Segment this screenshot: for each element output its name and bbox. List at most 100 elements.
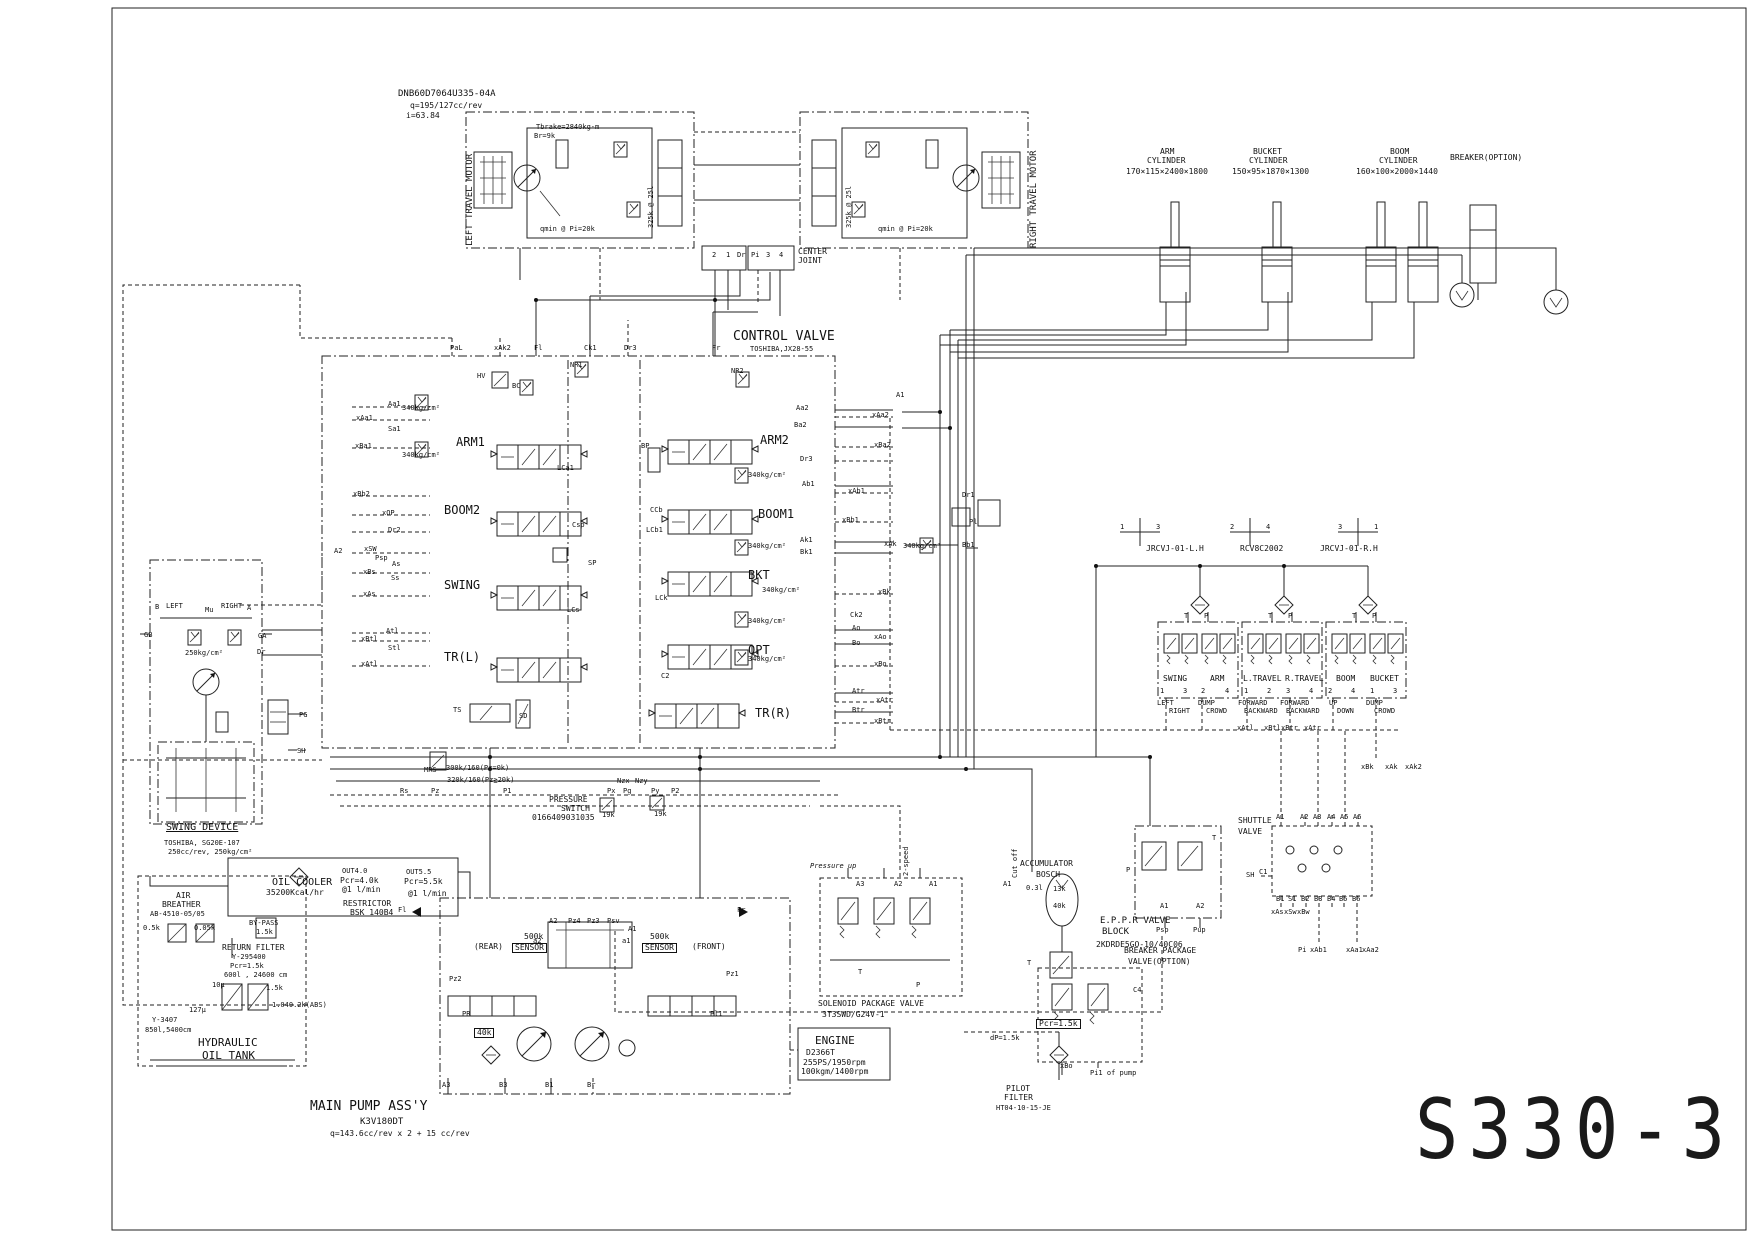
cv-aa1: Aa1	[388, 400, 401, 408]
rcv-left: LEFT	[1157, 699, 1174, 707]
cv-pl: Pl	[969, 518, 978, 526]
cj-port-dr: Dr	[737, 251, 746, 259]
return-filter-1: RETURN FILTER	[222, 943, 285, 952]
pf-dp: dP=1.5k	[990, 1034, 1020, 1042]
cv-sp: SP	[588, 559, 597, 567]
rcv-boom: BOOM	[1336, 674, 1356, 683]
rcv-right: RIGHT	[1169, 707, 1191, 715]
rcv1-n1: 1	[1160, 687, 1165, 695]
acc-13k: 13k	[1053, 885, 1066, 893]
arm-cylinder	[1159, 201, 1191, 303]
swing-gb: GB	[144, 631, 153, 639]
cv-xba2: xBa2	[874, 441, 891, 449]
cv-relief-7: 340kg/cm²	[748, 655, 786, 663]
rcv-bwd1: BACKWARD	[1244, 707, 1278, 715]
pump-pz3: Pz3	[587, 917, 600, 925]
swing-right: RIGHT	[221, 602, 243, 610]
sh-b4: B4	[1327, 895, 1336, 903]
pump-pz2: Pz2	[449, 975, 462, 983]
bypass-2: 1.5k	[256, 928, 273, 936]
eppr-a1: A1	[1160, 902, 1169, 910]
rcv-crowd1: CROWD	[1206, 707, 1228, 715]
cv-a2: A2	[334, 547, 343, 555]
rcv-xak2: xAk2	[1405, 763, 1422, 771]
sh-a1: A1	[1276, 813, 1285, 821]
left-travel-motor	[465, 111, 695, 300]
acc-a1: A1	[1003, 880, 1012, 888]
cv-sec-swing: SWING	[444, 578, 481, 592]
breaker-symbol	[1469, 204, 1497, 300]
cv-ss: Ss	[391, 574, 400, 582]
sh-b2: B2	[1301, 895, 1310, 903]
cj-port-pi: Pi	[751, 251, 760, 259]
out55: OUT5.5	[406, 868, 432, 876]
sh-xaa1: xAa1	[1346, 946, 1363, 954]
swing-ga: GA	[258, 632, 267, 640]
air-breather-3: AB-4510-05/05	[150, 910, 205, 918]
cv-bo: Bo	[852, 639, 861, 647]
pf-model: HT04-10-15-JE	[996, 1104, 1051, 1112]
left-travel-motor-title: LEFT TRAVEL MOTOR	[465, 153, 475, 246]
cv-sa1: Sa1	[388, 425, 401, 433]
cv-ab1: Ab1	[802, 480, 815, 488]
tank-part: Y-3407	[152, 1016, 178, 1024]
cv-xba1: xBa1	[355, 442, 372, 450]
rcv-bucket: BUCKET	[1370, 674, 1399, 683]
cv-xatl: xAtl	[361, 660, 378, 668]
sol-pressure-up: Pressure up	[810, 862, 857, 870]
rcv-travel-title: RCV8C2002	[1240, 544, 1284, 553]
swing-relief: 250kg/cm²	[185, 649, 223, 657]
oil-cooler-1: OIL COOLER	[272, 877, 333, 888]
arm-cyl-size: 170×115×2400×1800	[1126, 167, 1208, 176]
restrictor-2: BSK 140B4	[350, 908, 394, 917]
cv-xbb1: xBb1	[842, 516, 859, 524]
pump-pr: PR	[462, 1010, 471, 1018]
bypass-1: BY-PASS	[249, 919, 279, 927]
sol-a2: A2	[894, 880, 903, 888]
cv-dr1: Dr1	[962, 491, 975, 499]
eppr-valve-block	[614, 825, 1222, 1013]
cv-c2: C2	[661, 672, 670, 680]
engine-power: 255PS/1950rpm	[803, 1058, 866, 1067]
acc-title-2: BOSCH	[1036, 870, 1061, 879]
cv-lck: LCk	[655, 594, 668, 602]
sh-xas: xAs	[1271, 908, 1284, 916]
filter-15k: 1.5k	[266, 984, 283, 992]
acc-volume: 0.3l	[1026, 884, 1043, 892]
sh-a4: A4	[1327, 813, 1336, 821]
cv-mrs: MRS	[424, 766, 437, 774]
cv-ba2: Ba2	[794, 421, 807, 429]
rcv3-n3: 3	[1393, 687, 1398, 695]
ps-19k-1: 19k	[602, 811, 615, 819]
left-motor-relief: 325k @ 25l	[647, 185, 655, 228]
cv-bk1: Bk1	[800, 548, 813, 556]
breaker-pkg-2: VALVE(OPTION)	[1128, 957, 1191, 966]
cv-xatr: xAtr	[876, 696, 893, 704]
cv-sec-trl: TR(L)	[444, 650, 481, 664]
swing-a: A	[247, 604, 252, 612]
cv-atr: Atr	[852, 687, 865, 695]
arm-cyl-2: CYLINDER	[1147, 156, 1186, 165]
cv-sec-trr: TR(R)	[755, 706, 792, 720]
pump-sensor-front: SENSOR	[642, 943, 677, 953]
rcv2-p: P	[1288, 612, 1293, 620]
tank-title-1: HYDRAULIC	[198, 1036, 258, 1049]
pf-title-1: PILOT	[1006, 1084, 1031, 1093]
right-travel-motor	[799, 111, 1029, 300]
sol-t: T	[858, 968, 863, 976]
boom-cylinder-2	[1407, 201, 1439, 303]
cv-pz: Pz	[431, 787, 440, 795]
oil-cooler	[149, 857, 471, 939]
cv-relief-1: 340kg/cm²	[402, 404, 440, 412]
solenoid-package-valve	[819, 868, 963, 997]
rcv-arm: ARM	[1210, 674, 1225, 683]
bucket-cylinder	[1261, 201, 1293, 303]
rcv-crowd2: CROWD	[1374, 707, 1396, 715]
left-motor-qmin: qmin @ Pi=20k	[540, 225, 595, 233]
sh-b5: B5	[1339, 895, 1348, 903]
eppr-title-2: BLOCK	[1102, 927, 1130, 937]
pump-sensor-rear: SENSOR	[512, 943, 547, 953]
main-pump-title: MAIN PUMP ASS'Y	[310, 1099, 428, 1114]
sh-a3: A3	[1313, 813, 1322, 821]
shuttle-title-1: SHUTTLE	[1238, 816, 1272, 825]
